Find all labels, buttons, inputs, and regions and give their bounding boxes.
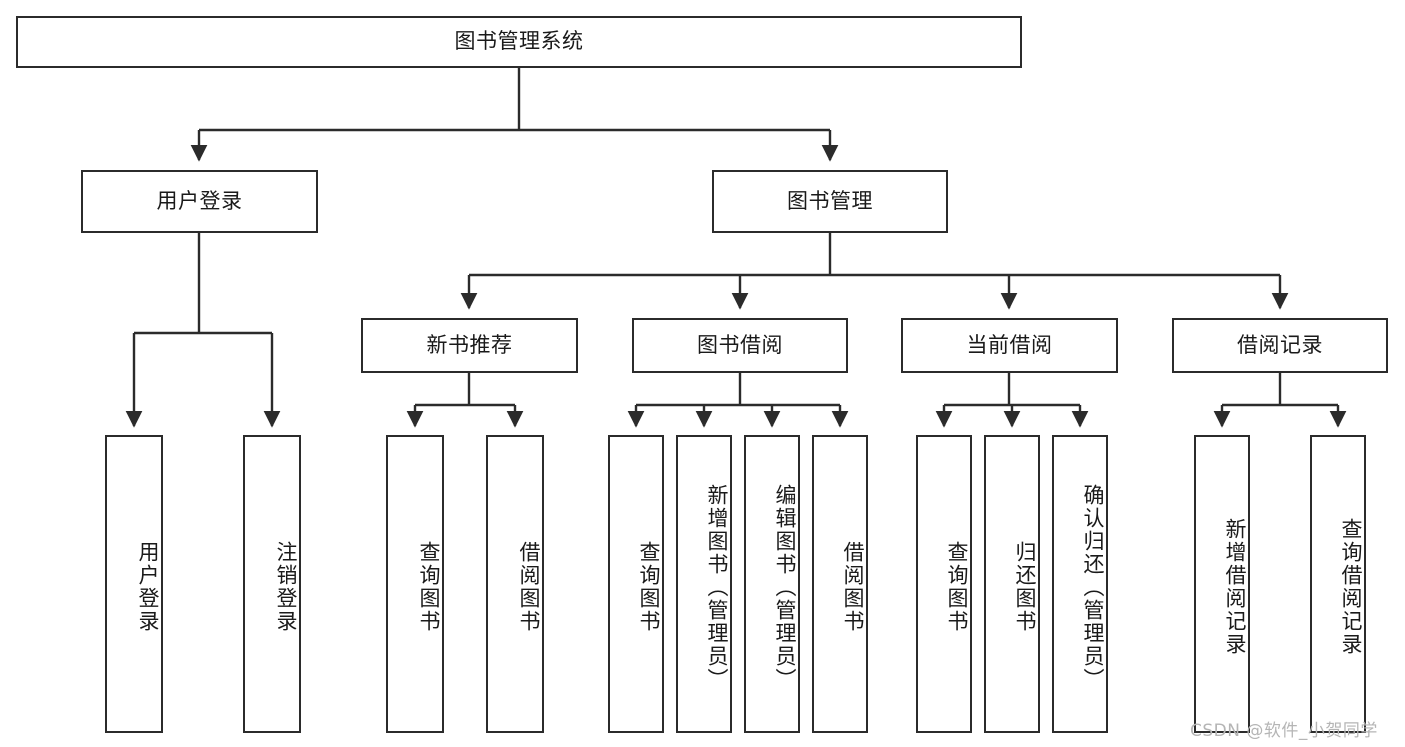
leaf-query-book-1[interactable]: 查询图书 — [386, 435, 444, 733]
node-book-manage-label: 图书管理 — [787, 188, 873, 213]
leaf-borrow-book-2-label: 借阅图书 — [841, 541, 865, 633]
leaf-add-borrow-record[interactable]: 新增借阅记录 — [1194, 435, 1250, 733]
node-current-borrow[interactable]: 当前借阅 — [901, 318, 1118, 373]
leaf-edit-book[interactable]: 编辑图书（管理员） — [744, 435, 800, 733]
node-new-book-recommend-label: 新书推荐 — [426, 332, 513, 357]
leaf-logout-login[interactable]: 注销登录 — [243, 435, 301, 733]
leaf-borrow-book-2[interactable]: 借阅图书 — [812, 435, 868, 733]
leaf-confirm-return-label: 确认归还（管理员） — [1081, 483, 1105, 691]
node-root[interactable]: 图书管理系统 — [16, 16, 1022, 68]
node-current-borrow-label: 当前借阅 — [966, 332, 1053, 357]
csdn-watermark: CSDN @软件_小贺同学 — [1190, 721, 1378, 741]
leaf-query-borrow-record-label: 查询借阅记录 — [1339, 518, 1363, 656]
node-root-label: 图书管理系统 — [454, 29, 584, 54]
leaf-borrow-book-1[interactable]: 借阅图书 — [486, 435, 544, 733]
leaf-logout-login-label: 注销登录 — [274, 541, 298, 633]
leaf-query-book-1-label: 查询图书 — [417, 541, 441, 633]
leaf-query-borrow-record[interactable]: 查询借阅记录 — [1310, 435, 1366, 733]
leaf-user-login-label: 用户登录 — [136, 541, 160, 633]
node-user-login-label: 用户登录 — [156, 188, 243, 213]
leaf-query-book-3-label: 查询图书 — [945, 541, 969, 633]
node-user-login[interactable]: 用户登录 — [81, 170, 318, 233]
node-book-borrow[interactable]: 图书借阅 — [632, 318, 848, 373]
leaf-query-book-2-label: 查询图书 — [637, 541, 661, 633]
leaf-edit-book-label: 编辑图书（管理员） — [773, 483, 797, 691]
leaf-query-book-2[interactable]: 查询图书 — [608, 435, 664, 733]
node-book-borrow-label: 图书借阅 — [697, 332, 783, 357]
leaf-add-borrow-record-label: 新增借阅记录 — [1223, 518, 1247, 656]
leaf-user-login[interactable]: 用户登录 — [105, 435, 163, 733]
leaf-return-book-label: 归还图书 — [1013, 541, 1037, 633]
node-borrow-record[interactable]: 借阅记录 — [1172, 318, 1388, 373]
node-new-book-recommend[interactable]: 新书推荐 — [361, 318, 578, 373]
leaf-add-book-label: 新增图书（管理员） — [705, 483, 729, 691]
node-book-manage[interactable]: 图书管理 — [712, 170, 948, 233]
node-borrow-record-label: 借阅记录 — [1237, 332, 1323, 357]
leaf-query-book-3[interactable]: 查询图书 — [916, 435, 972, 733]
leaf-return-book[interactable]: 归还图书 — [984, 435, 1040, 733]
leaf-confirm-return[interactable]: 确认归还（管理员） — [1052, 435, 1108, 733]
leaf-add-book[interactable]: 新增图书（管理员） — [676, 435, 732, 733]
leaf-borrow-book-1-label: 借阅图书 — [517, 541, 541, 633]
